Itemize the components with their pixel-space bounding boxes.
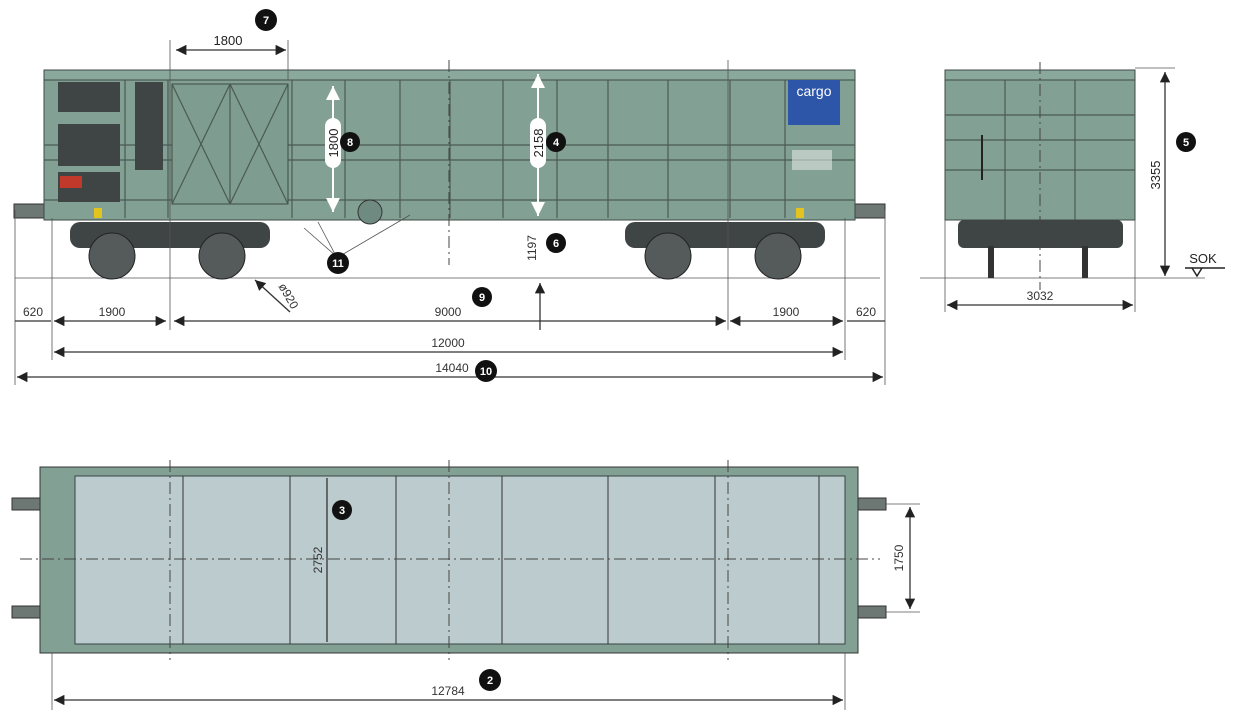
svg-text:10: 10 (480, 366, 492, 378)
dim-door-height: 1800 (326, 129, 341, 158)
sliding-door (171, 83, 289, 205)
bogie-right (625, 222, 825, 280)
owner-text-block (792, 150, 832, 170)
top-view: 2752 1750 12784 (11, 460, 920, 710)
cargo-logo (788, 80, 840, 125)
dim-end-height: 3355 (1148, 161, 1163, 190)
dim-axle-base-right: 1900 (773, 305, 800, 319)
dim-end-width: 3032 (1027, 289, 1054, 303)
warning-sticker (60, 176, 82, 188)
yellow-coupling-left (94, 208, 102, 218)
dim-bogie-distance: 9000 (435, 305, 462, 319)
svg-text:6: 6 (553, 238, 559, 250)
cargo-logo-text: cargo (796, 83, 831, 99)
marker-8: 8 (340, 132, 360, 152)
marker-4: 4 (546, 132, 566, 152)
svg-text:9: 9 (479, 292, 485, 304)
label-panel (58, 82, 120, 112)
side-view: cargo 1800 1800 2158 1197 ø920 620 1900 … (13, 33, 886, 385)
svg-text:2: 2 (487, 675, 493, 687)
dim-inner-width: 2752 (311, 546, 325, 573)
marker-11: 11 (327, 252, 349, 274)
dim-inner-height: 2158 (531, 129, 546, 158)
end-view: 3355 3032 SOK (920, 62, 1225, 312)
dim-wheel-diameter: ø920 (276, 281, 302, 312)
marker-2: 2 (479, 669, 501, 691)
yellow-coupling-right (796, 208, 804, 218)
dim-length-body: 12000 (431, 336, 465, 350)
marker-10: 10 (475, 360, 497, 382)
dim-buffer-spacing: 1750 (892, 544, 906, 571)
svg-text:4: 4 (553, 137, 560, 149)
label-panel (58, 124, 120, 166)
marker-3: 3 (332, 500, 352, 520)
hand-brake-wheel (357, 199, 383, 225)
dim-length-buffers: 14040 (435, 361, 469, 375)
symbol-panel (135, 82, 163, 170)
dim-door-width: 1800 (214, 33, 243, 48)
svg-text:5: 5 (1183, 137, 1189, 149)
svg-text:8: 8 (347, 137, 353, 149)
svg-text:11: 11 (332, 258, 344, 270)
dim-axle-base-left: 1900 (99, 305, 126, 319)
marker-6: 6 (546, 233, 566, 253)
buffer-right (854, 203, 886, 219)
dim-inner-length: 12784 (431, 684, 465, 698)
dim-overhang-left: 620 (23, 305, 43, 319)
rail-reference-label: SOK (1189, 251, 1217, 266)
dim-overhang-right: 620 (856, 305, 876, 319)
floor (74, 475, 846, 645)
marker-5: 5 (1176, 132, 1196, 152)
callout-markers: 7 8 4 6 11 9 10 5 3 2 (255, 9, 1196, 691)
svg-text:3: 3 (339, 505, 345, 517)
rail-reference-symbol (1185, 267, 1225, 278)
marker-9: 9 (472, 287, 492, 307)
marker-7: 7 (255, 9, 277, 31)
dim-floor-height: 1197 (525, 235, 539, 261)
svg-text:7: 7 (263, 15, 269, 27)
buffer-left (13, 203, 45, 219)
